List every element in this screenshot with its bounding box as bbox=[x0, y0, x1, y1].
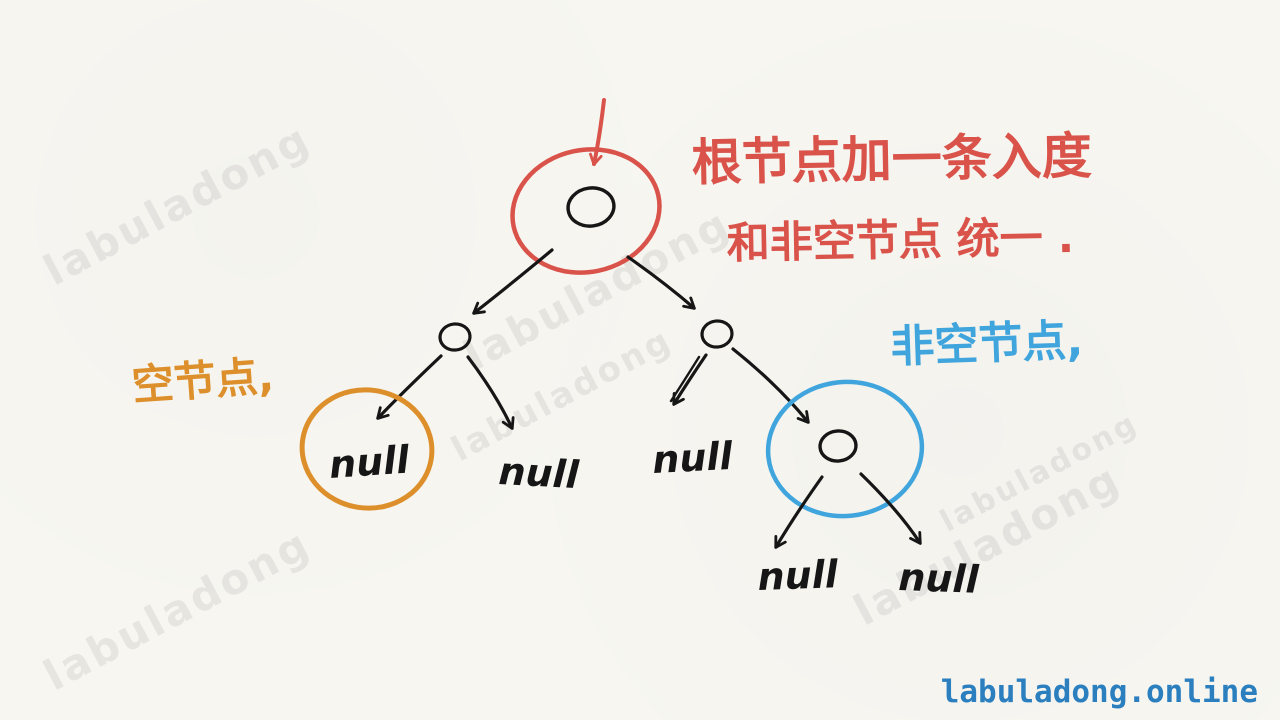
null-label-1: null bbox=[328, 437, 412, 487]
empty-node-highlight-circle bbox=[299, 387, 435, 511]
nonempty-node-highlight-circle bbox=[765, 379, 925, 519]
right-child-node bbox=[700, 319, 734, 349]
root-node bbox=[566, 186, 616, 228]
left-child-node bbox=[438, 322, 472, 352]
edge-left-null1 bbox=[376, 354, 443, 420]
root-indegree-arrow bbox=[589, 98, 606, 166]
null-label-5: null bbox=[898, 555, 981, 602]
site-footer-text: labuladong.online bbox=[940, 674, 1258, 710]
edge-nonempty-null5 bbox=[859, 472, 922, 545]
edge-root-right bbox=[626, 255, 696, 310]
empty-node-annotation: 空节点, bbox=[130, 351, 275, 410]
edge-right-null3-overdraw bbox=[669, 355, 701, 403]
root-annotation-line1: 根节点加一条入度 bbox=[691, 127, 1092, 192]
nonempty-grandchild-node bbox=[818, 429, 858, 463]
edge-left-null2 bbox=[466, 355, 515, 430]
root-highlight-circle bbox=[510, 147, 662, 275]
edge-nonempty-null4 bbox=[774, 475, 824, 549]
null-label-3: null bbox=[651, 434, 734, 482]
root-annotation-line2: 和非空节点 统一 . bbox=[726, 213, 1074, 269]
edge-right-null3 bbox=[672, 353, 708, 406]
edge-right-nonempty bbox=[731, 347, 810, 424]
edge-root-left bbox=[472, 248, 554, 315]
null-label-4: null bbox=[757, 552, 840, 599]
null-label-2: null bbox=[498, 449, 581, 497]
nonempty-node-annotation: 非空节点, bbox=[890, 315, 1084, 373]
